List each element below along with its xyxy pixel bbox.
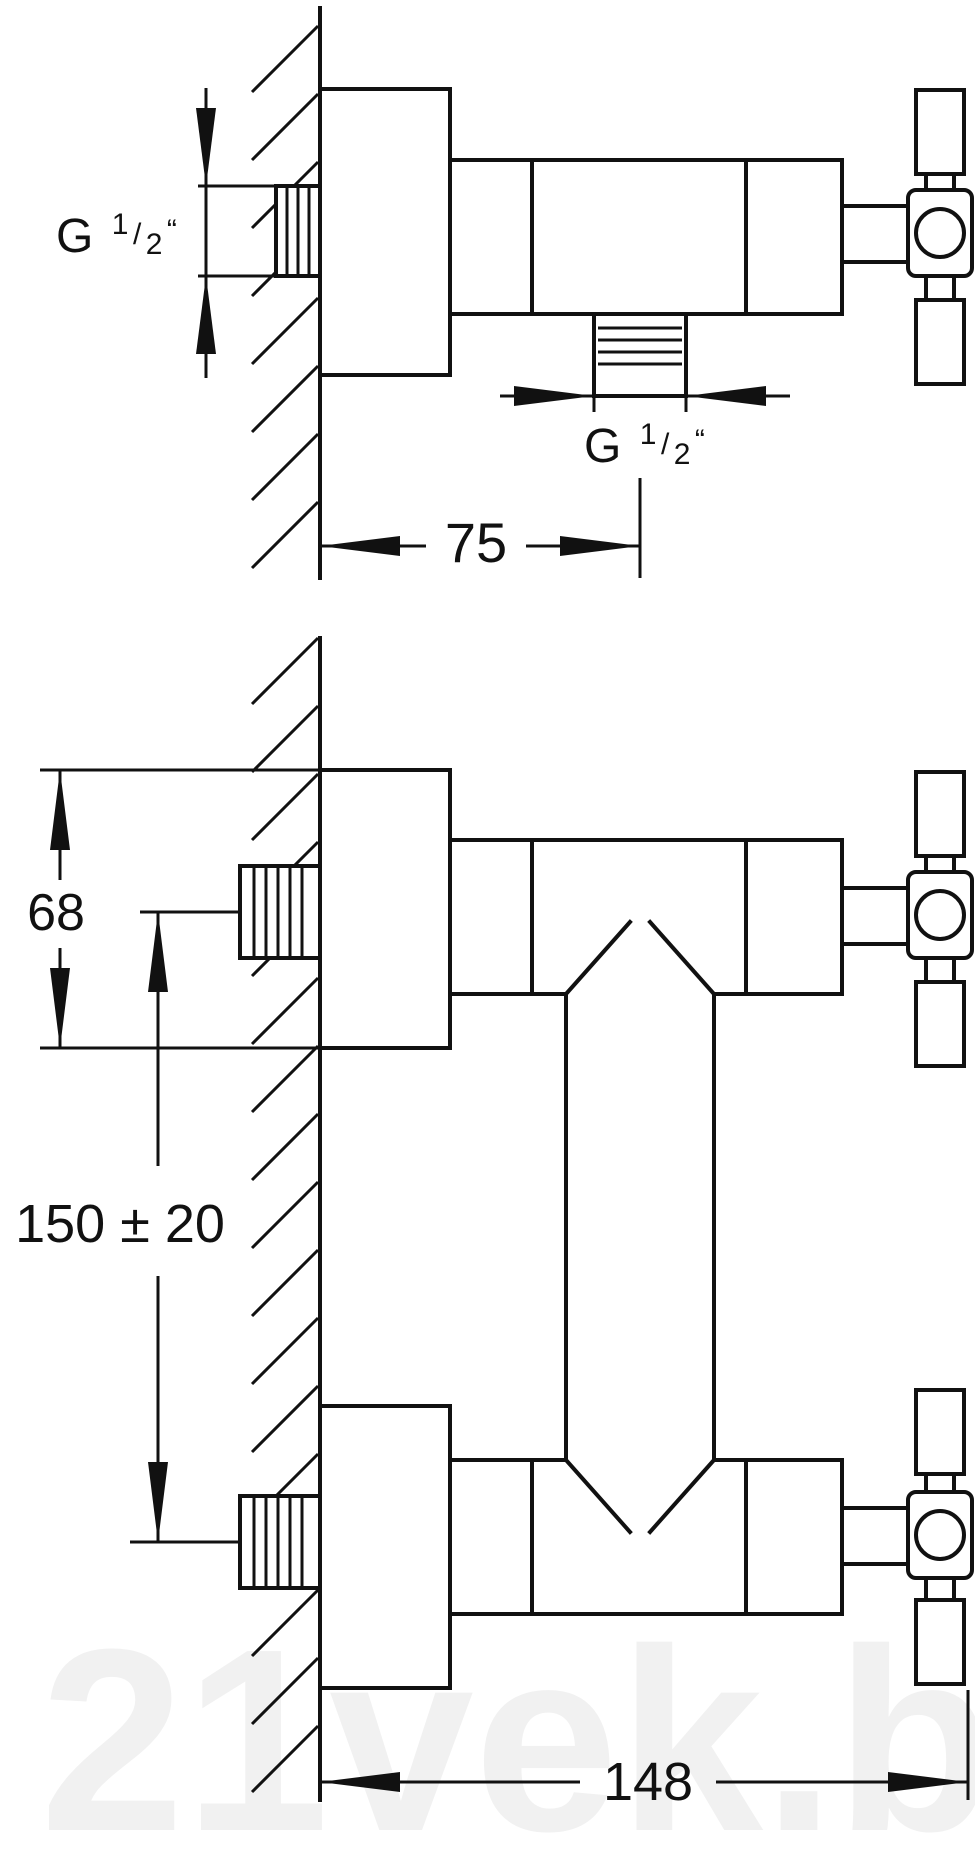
thread-label-left-sup: 1 — [112, 208, 129, 241]
valve-body-upper — [448, 838, 844, 996]
valve-body-top — [448, 158, 844, 316]
cross-handle-upper — [840, 770, 974, 1068]
dimension-thread-left: G 1 / 2 “ — [56, 88, 276, 378]
thread-label-left-main: G — [56, 210, 93, 263]
top-view: G 1 / 2 “ G 1 / 2 “ — [56, 6, 974, 580]
spacing-label: 150 ± 20 — [15, 1194, 225, 1254]
wall-rosette-lower — [318, 1404, 452, 1690]
width-label: 148 — [603, 1752, 693, 1812]
cross-handle-lower — [840, 1388, 974, 1686]
dimension-thread-bottom: G 1 / 2 “ — [500, 386, 790, 473]
thread-label-bottom-tail: “ — [695, 424, 705, 457]
thread-label-bottom-main: G — [584, 420, 621, 473]
watermark: 21vek.by — [40, 1596, 975, 1871]
wall-rosette-upper — [318, 768, 452, 1050]
eccentric-thread-lower — [238, 1494, 322, 1590]
outlet-thread-top — [592, 312, 688, 398]
svg-text:G 1 /: G 1 / 2 “ — [56, 208, 177, 263]
dimension-width: 148 — [320, 1690, 970, 1812]
valve-body-lower — [448, 1458, 844, 1616]
thread-label-left-tail: “ — [167, 214, 177, 247]
depth-label: 75 — [445, 511, 507, 574]
svg-text:G 1 /: G 1 / 2 “ — [584, 418, 705, 473]
wall-hatching-top — [250, 24, 320, 570]
thread-label-bottom-sup: 1 — [640, 418, 657, 451]
cross-handle-top — [840, 88, 974, 386]
thread-label-bottom-sub: 2 — [674, 438, 691, 471]
wall-rosette-top — [318, 87, 452, 377]
dimension-depth: 75 — [320, 478, 642, 578]
eccentric-thread-upper — [238, 864, 322, 960]
inlet-thread-top — [274, 184, 322, 278]
dimension-spacing: 150 ± 20 — [15, 910, 240, 1544]
thread-label-left-sub: 2 — [146, 228, 163, 261]
mixer-tube — [563, 919, 717, 1535]
dimension-height: 68 — [27, 768, 320, 1050]
front-view: 68 150 ± 20 148 — [15, 636, 974, 1812]
height-label: 68 — [27, 884, 85, 942]
